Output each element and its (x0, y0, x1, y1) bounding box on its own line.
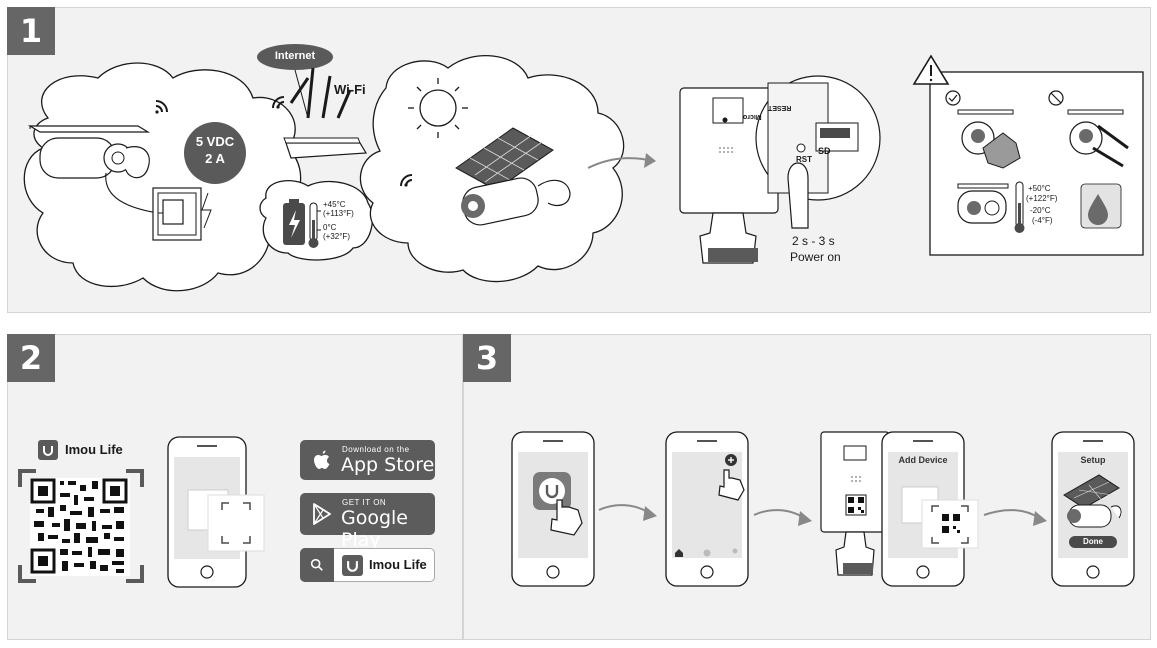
op-temp-low-f: (-4°F) (1032, 216, 1053, 225)
google-play-button[interactable]: GET IT ON Google Play (300, 493, 435, 551)
arrow-right-icon (587, 157, 649, 169)
warning-icon (912, 54, 950, 85)
done-button-label[interactable]: Done (1083, 537, 1103, 546)
done-button (1069, 536, 1117, 548)
hand-icon (550, 499, 583, 536)
power-spec-line2: 2 A (205, 151, 225, 166)
app-store-big: App Store (341, 454, 435, 476)
thermometer-icon (1014, 181, 1025, 233)
charging-cloud (23, 62, 302, 292)
check-icon (945, 90, 961, 106)
arrow-right-icon (598, 504, 650, 514)
press-time-label: 2 s - 3 s (792, 234, 835, 248)
wifi-label: Wi-Fi (334, 82, 366, 97)
wifi-icon (400, 174, 413, 187)
play-icon (313, 503, 331, 525)
power-on-label: Power on (790, 250, 841, 264)
phone-open-app (511, 431, 595, 587)
app-store-small: Download on the (342, 445, 410, 454)
imou-logo-icon (342, 555, 363, 576)
thermometer-icon (308, 202, 321, 248)
qr-section (18, 436, 265, 588)
device-power-on (679, 75, 881, 264)
step2-badge: 2 (7, 334, 55, 382)
solar-cloud (359, 55, 656, 283)
google-play-small: GET IT ON (342, 498, 387, 507)
temp-low-f-label: (+32°F) (323, 232, 350, 241)
google-play-big: Google Play (341, 507, 409, 551)
solar-panel-large (455, 127, 554, 191)
hand-icon (982, 132, 1021, 169)
add-device-title: Add Device (898, 455, 948, 465)
step1-panel: 1 5 VDC 2 A (7, 7, 1151, 313)
water-drop-icon (1088, 194, 1108, 225)
sd-label: SD (818, 146, 831, 156)
apple-icon (314, 450, 330, 469)
plus-icon (725, 454, 737, 466)
qr-code-icon (30, 478, 130, 576)
temp-high-label: +45°C (323, 200, 346, 209)
phone-setup-done (1051, 431, 1135, 587)
op-temp-high-f: (+122°F) (1026, 194, 1058, 203)
app-name-label: Imou Life (65, 442, 123, 457)
search-app-name: Imou Life (369, 557, 427, 572)
search-icon (310, 558, 323, 571)
warning-box (912, 54, 1144, 256)
search-button[interactable] (300, 548, 334, 582)
router-illustration (257, 44, 373, 261)
phone-add-device (665, 431, 749, 587)
camera-scan (820, 431, 890, 576)
temp-low-label: 0°C (323, 223, 337, 232)
step1-badge: 1 (7, 7, 55, 55)
wifi-icon (155, 100, 168, 114)
app-store-button[interactable]: Download on the App Store (300, 440, 435, 480)
phone-illustration (167, 436, 265, 588)
setup-title: Setup (1080, 455, 1106, 465)
app-search-bar[interactable]: Imou Life (300, 548, 435, 582)
power-spec-line1: 5 VDC (195, 134, 235, 149)
step2-panel: 2 Imou Life (7, 334, 463, 640)
temp-high-f-label: (+113°F) (323, 209, 354, 218)
rst-label: RST (796, 155, 812, 164)
home-icon (675, 549, 683, 557)
phone-scan-qr (881, 431, 979, 587)
imou-logo-icon (38, 440, 58, 460)
wifi-icon (272, 96, 285, 109)
solar-panel-small (27, 125, 151, 133)
op-temp-low: -20°C (1030, 206, 1051, 215)
power-spec-badge (184, 122, 246, 184)
battery-icon (283, 199, 305, 245)
sun-icon (408, 78, 468, 138)
internet-label: Internet (274, 50, 316, 62)
prohibited-icon (1048, 90, 1064, 106)
op-temp-high: +50°C (1028, 184, 1051, 193)
step3-panel: 3 (463, 334, 1151, 640)
setup-flow (511, 431, 1135, 587)
step3-badge: 3 (463, 334, 511, 382)
